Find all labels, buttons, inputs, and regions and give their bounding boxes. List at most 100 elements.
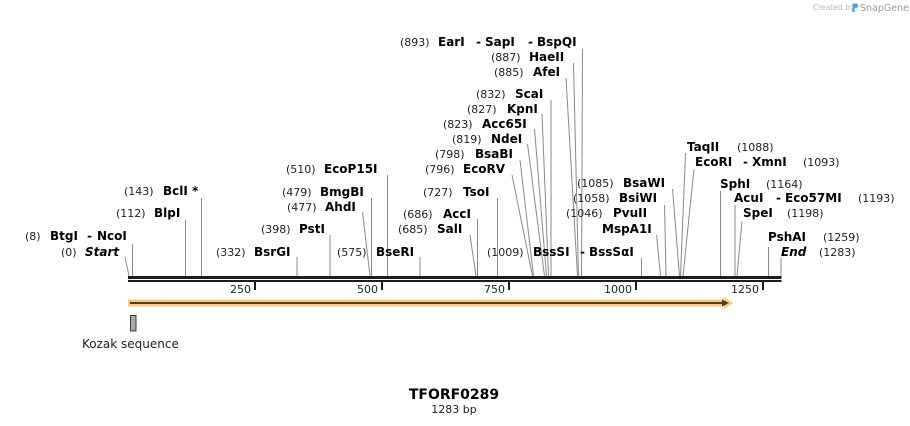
site-label-ndei: (819) NdeI: [452, 132, 522, 146]
site-label-tsoi: (727) TsoI: [423, 185, 489, 199]
site-name: ScaI: [515, 87, 543, 101]
site-separator: -: [776, 191, 781, 205]
site-position: (1009): [487, 246, 524, 259]
site-position: (112): [116, 207, 146, 220]
site-position: (1164): [766, 178, 803, 191]
site-label-ecop15i: (510) EcoP15I: [286, 162, 378, 176]
site-line-bsiwi: [664, 204, 667, 277]
site-line-bsabi: [519, 159, 534, 277]
site-line-ecorv: [511, 174, 533, 277]
site-label-scai: (832) ScaI: [476, 87, 543, 101]
site-position: (819): [452, 133, 482, 146]
site-position: (1193): [858, 192, 895, 205]
site-separator: -: [528, 35, 533, 49]
kozak-feature-box: [130, 315, 137, 332]
site-name: EcoRI: [695, 155, 732, 169]
site-name: BseRI: [376, 245, 414, 259]
site-line-ecori: [682, 168, 695, 277]
site-name: BclI *: [163, 184, 199, 198]
site-label-bsssi-bsssai: (1009) BssSI - BssSαI: [487, 245, 634, 259]
site-line-pvuii: [656, 234, 661, 277]
site-name: TaqII: [687, 140, 719, 154]
site-position: (1046): [566, 207, 603, 220]
site-name: Start: [85, 245, 120, 259]
ruler-tick-label: 500: [357, 283, 378, 296]
site-label-ecorv: (796) EcoRV: [425, 162, 506, 176]
site-position: (798): [435, 148, 465, 161]
site-name: SalI: [437, 222, 462, 236]
site-name: NcoI: [97, 229, 127, 243]
site-separator: -: [87, 229, 92, 243]
site-line-acc65i: [534, 128, 547, 277]
site-label-acc65i: (823) Acc65I: [443, 117, 527, 131]
site-label-bsiwi: (1058) BsiWI: [573, 191, 657, 205]
site-position: (727): [423, 186, 453, 199]
site-name: PstI: [299, 222, 325, 236]
site-label-acci: (686) AccI: [403, 207, 471, 221]
site-name: MspA1I: [602, 222, 652, 236]
dna-backbone: [128, 276, 782, 282]
map-length: 1283 bp: [431, 403, 476, 416]
site-label-taqii: TaqII (1088): [687, 140, 774, 154]
site-position: (685): [398, 223, 428, 236]
site-position: (823): [443, 118, 473, 131]
site-name: EcoP15I: [324, 162, 378, 176]
orf-feature-arrow: [128, 297, 733, 309]
site-label-start: (0) Start: [61, 245, 120, 259]
kozak-feature: Kozak sequence: [82, 315, 179, 351]
site-label-bsabi: (798) BsaBI: [435, 147, 513, 161]
orf-feature-core: [130, 302, 726, 304]
map-title: TFORF0289: [409, 387, 499, 403]
site-name: PshAI: [768, 230, 806, 244]
site-position: (143): [124, 185, 154, 198]
site-name: AhdI: [325, 200, 356, 214]
site-line-afei: [565, 77, 578, 277]
site-name: AcuI: [734, 191, 763, 205]
site-line-haeii: [573, 62, 579, 277]
site-name: BsrGI: [254, 245, 291, 259]
site-position: (885): [494, 66, 524, 79]
site-name: SpeI: [743, 206, 773, 220]
site-position: (8): [25, 230, 41, 243]
site-name: NdeI: [491, 132, 522, 146]
site-labels: (0) Start (8) BtgI - NcoI (112) BlpI (14…: [25, 35, 895, 259]
site-label-bsawi: (1085) BsaWI: [577, 176, 665, 190]
site-position: (827): [467, 103, 497, 116]
site-position: (1283): [819, 246, 856, 259]
site-name: BsaBI: [475, 147, 513, 161]
site-label-eari-sapi-bspqi: (893) EarI - SapI - BspQI: [400, 35, 577, 49]
site-label-btgi-ncoi: (8) BtgI - NcoI: [25, 229, 127, 243]
site-position: (477): [287, 201, 317, 214]
site-position: (832): [476, 88, 506, 101]
backbone-bottom-strand: [128, 280, 782, 282]
site-position: (1058): [573, 192, 610, 205]
site-label-spei: SpeI (1198): [743, 206, 824, 220]
site-position: (1259): [823, 231, 860, 244]
site-line-sali: [469, 234, 477, 277]
site-line-spei: [736, 220, 743, 277]
site-name: BmgBI: [320, 185, 364, 199]
site-line-bsawi: [672, 188, 680, 277]
site-label-sphi: SphI (1164): [720, 177, 803, 191]
watermark-prefix: Created by: [813, 3, 855, 12]
site-name: TsoI: [463, 185, 489, 199]
ruler-tick-label: 750: [484, 283, 505, 296]
site-name: XmnI: [752, 155, 787, 169]
site-label-bsrgi: (332) BsrGI: [216, 245, 291, 259]
site-label-bcli: (143) BclI *: [124, 184, 199, 198]
site-name: BsiWI: [619, 191, 657, 205]
map-title-block: TFORF0289 1283 bp: [409, 387, 499, 416]
site-name: SphI: [720, 177, 750, 191]
site-label-haeii: (887) HaeII: [491, 50, 564, 64]
site-line-eari: [581, 48, 583, 277]
site-name: EarI: [438, 35, 465, 49]
site-position: (0): [61, 246, 77, 259]
site-line-kpni: [541, 113, 549, 277]
site-position: (1198): [787, 207, 824, 220]
site-position: (1085): [577, 177, 614, 190]
site-label-blpi: (112) BlpI: [116, 206, 180, 220]
site-name: AccI: [443, 207, 471, 221]
watermark: Created by SnapGene: [813, 3, 909, 14]
